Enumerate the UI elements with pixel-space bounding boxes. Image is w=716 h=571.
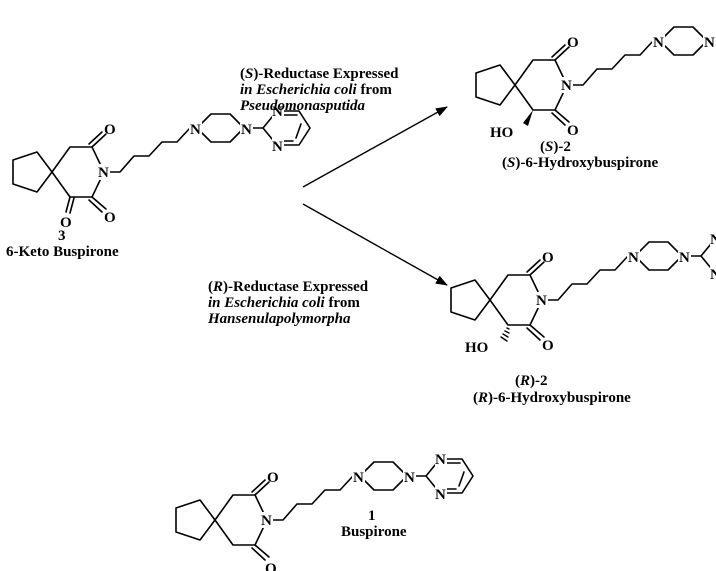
atom-n-piperazine-1: N (653, 35, 664, 51)
conditions-r-line1: (R)-Reductase Expressed (208, 279, 369, 295)
atom-n-piperazine-1: N (190, 122, 201, 138)
atom-o-top: O (267, 470, 279, 486)
atom-n-imide: N (536, 293, 547, 309)
atom-n-pyrimidine-1: N (435, 452, 446, 468)
atom-o-bottom: O (567, 123, 579, 139)
conditions-r-line3: Hansenulapolymorpha (207, 311, 351, 327)
atom-n-imide: N (561, 78, 572, 94)
compound-name-r: (R)-6-Hydroxybuspirone (473, 390, 631, 406)
atom-n-piperazine-2: N (679, 250, 690, 266)
atom-o-bottom: O (542, 338, 554, 354)
compound-name-keto: 6-Keto Buspirone (6, 244, 119, 260)
atom-n-pyrimidine-1: N (272, 104, 283, 120)
structure-s-hydroxybuspirone: N O O HO N N N N (475, 26, 716, 141)
structure-keto-buspirone: N O O O N N N N (12, 103, 311, 231)
atom-n-pyrimidine-2: N (272, 139, 283, 155)
atom-n-piperazine-2: N (704, 35, 715, 51)
conditions-s-line3: Pseudomonasputida (240, 98, 366, 114)
conditions-s-route: (S)-Reductase Expressed in Escherichia c… (240, 66, 399, 114)
atom-n-piperazine-2: N (404, 470, 415, 486)
conditions-s-line1: (S)-Reductase Expressed (240, 66, 399, 82)
atom-o-bottom: O (265, 561, 277, 571)
atom-n-piperazine-2: N (241, 122, 252, 138)
arrow-to-r-product (302, 203, 448, 286)
compound-number-s: (S)-2 (540, 139, 571, 155)
atom-n-imide: N (261, 513, 272, 529)
atom-n-pyrimidine-2: N (435, 487, 446, 503)
atom-n-pyrimidine-2: N (710, 267, 716, 283)
arrow-to-s-product (302, 106, 448, 188)
atom-n-imide: N (98, 165, 109, 181)
atom-n-pyrimidine-1: N (710, 232, 716, 248)
conditions-s-line2: in Escherichia coli from (240, 82, 392, 98)
conditions-r-route: (R)-Reductase Expressed in Escherichia c… (207, 279, 369, 327)
structure-buspirone: N O O N N N N (175, 451, 474, 571)
compound-name-buspirone: Buspirone (341, 524, 407, 540)
atom-o-ketone: O (60, 215, 72, 231)
compound-number-r: (R)-2 (515, 373, 548, 389)
compound-number-keto: 3 (58, 228, 66, 244)
compound-number-buspirone: 1 (368, 508, 376, 524)
structure-r-hydroxybuspirone: N O O HO N N N N (450, 231, 716, 356)
atom-o-top: O (567, 35, 579, 51)
atom-n-piperazine-1: N (353, 470, 364, 486)
atom-n-piperazine-1: N (628, 250, 639, 266)
compound-name-s: (S)-6-Hydroxybuspirone (502, 155, 658, 171)
atom-hydroxyl: HO (465, 340, 488, 356)
conditions-r-line2: in Escherichia coli from (208, 295, 360, 311)
atom-o-top: O (104, 122, 116, 138)
atom-o-bottom: O (104, 210, 116, 226)
atom-o-top: O (542, 250, 554, 266)
atom-hydroxyl: HO (490, 125, 513, 141)
